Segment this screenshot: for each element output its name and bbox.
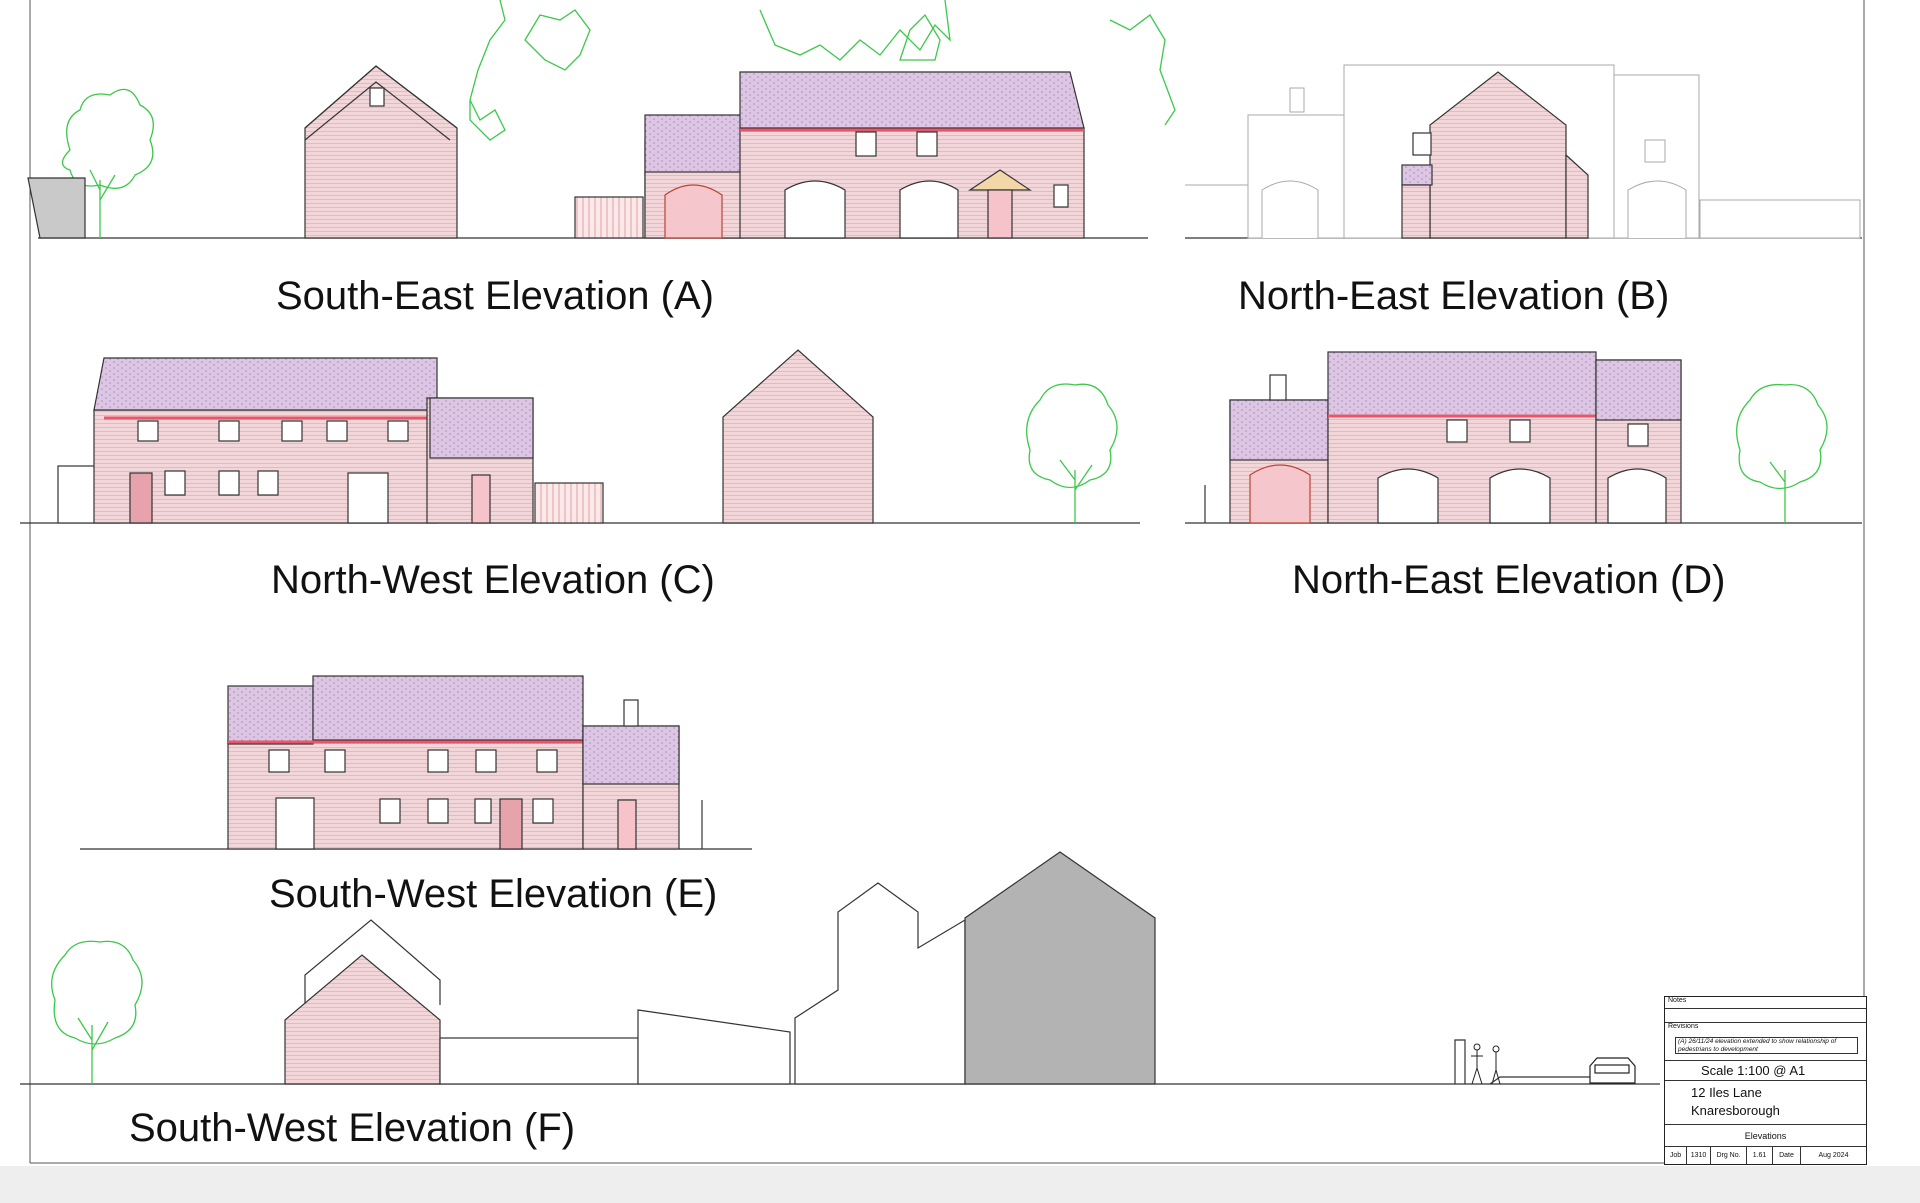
elevation-c-drawing (20, 349, 1140, 524)
scale-text: Scale 1:100 @ A1 (1665, 1061, 1866, 1081)
notes-area (1665, 1009, 1866, 1023)
elevation-title-e: South-West Elevation (E) (269, 872, 718, 916)
tree-icon (61, 0, 1176, 238)
address-line-1: 12 Iles Lane (1691, 1085, 1762, 1100)
drawing-title: Elevations (1665, 1125, 1866, 1147)
tree-icon (1026, 383, 1118, 523)
elevation-title-b: North-East Elevation (B) (1238, 274, 1670, 318)
drawing-number: 1.61 (1747, 1147, 1773, 1164)
elevation-title-c: North-West Elevation (C) (271, 558, 715, 602)
job-label: Job (1665, 1147, 1687, 1164)
elevation-d-drawing (1185, 351, 1862, 524)
drawing-meta-row: Job 1310 Drg No. 1.61 Date Aug 2024 (1665, 1147, 1866, 1164)
drawing-number-label: Drg No. (1711, 1147, 1747, 1164)
revisions-label: Revisions (1668, 1023, 1699, 1030)
title-block: Notes Revisions (A) 26/11/24 elevation e… (1664, 996, 1867, 1165)
notes-label: Notes (1665, 997, 1866, 1009)
job-number: 1310 (1687, 1147, 1711, 1164)
elevation-f-drawing (20, 851, 1660, 1085)
revisions-section: Revisions (1665, 1023, 1866, 1061)
elevation-e-drawing (80, 675, 752, 850)
revision-entry: (A) 26/11/24 elevation extended to show … (1675, 1037, 1858, 1054)
elevation-title-a: South-East Elevation (A) (276, 274, 714, 318)
pedestrian-icon (1471, 1043, 1501, 1085)
address-block: 12 Iles Lane Knaresborough (1665, 1081, 1866, 1125)
car-icon (1589, 1057, 1636, 1084)
tree-icon (51, 940, 143, 1084)
date-label: Date (1773, 1147, 1801, 1164)
viewer-footer-band (0, 1166, 1920, 1203)
date-value: Aug 2024 (1818, 1152, 1849, 1159)
elevation-b-drawing (1185, 64, 1862, 239)
address-line-2: Knaresborough (1691, 1103, 1780, 1118)
sheet-frame (29, 0, 1865, 1164)
elevation-title-f: South-West Elevation (F) (129, 1106, 576, 1150)
tree-icon (1736, 383, 1828, 523)
elevation-a-drawing (27, 0, 1176, 239)
elevation-title-d: North-East Elevation (D) (1292, 558, 1726, 602)
